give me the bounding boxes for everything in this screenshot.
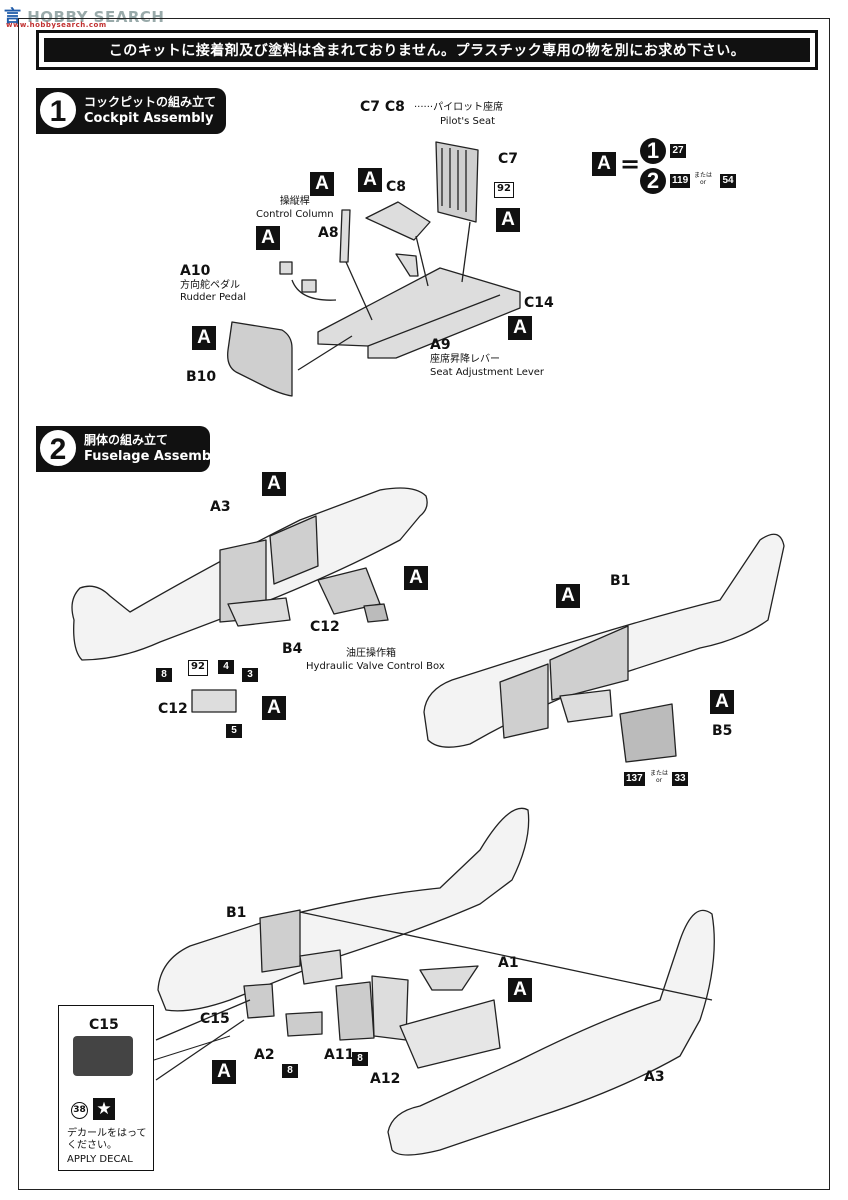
paint-key-box: A [592,152,616,176]
ref-5: 5 [226,724,242,738]
paint-ref-92: 92 [494,182,514,198]
decal-jp: デカールをはってください。 [67,1128,147,1151]
ref-8: 8 [156,668,172,682]
ref-8-final-a: 8 [352,1052,368,1066]
paint-box-a-pedal: A [256,226,280,250]
rudder-pedal-en: Rudder Pedal [180,292,247,303]
decal-en: APPLY DECAL [67,1154,133,1165]
paint-key-equals: = [620,150,641,178]
hydraulic-box-en: Hydraulic Valve Control Box [306,661,445,672]
watermark-logo: 言 [4,7,22,27]
ref-4: 4 [218,660,234,674]
part-label-a8: A8 [318,225,339,241]
watermark-brand: HOBBY SEARCH [27,8,165,26]
pilot-seat-jp: ······パイロット座席 [414,102,504,113]
instrument-panel-drawing [73,1036,133,1076]
step1-title-en: Cockpit Assembly [84,111,214,126]
part-label-b4: B4 [282,641,303,657]
hydraulic-box-jp: 油圧操作箱 [346,648,396,659]
part-label-c12: C12 [310,619,340,635]
part-label-c7: C7 [498,151,519,167]
pilot-seat-en: Pilot's Seat [440,116,496,127]
ref-33: 33 [672,772,688,786]
paint-box-a-floor: A [508,316,532,340]
paint-ref-119: 119 [670,174,691,188]
step1-number: 1 [38,90,78,130]
step2-title-en: Fuselage Assembly [84,449,225,464]
part-label-b1: B1 [610,573,631,589]
notice-text: このキットに接着剤及び塗料は含まれておりません。プラスチック専用の物を別にお求め… [44,38,810,62]
step2-number: 2 [38,428,78,468]
decal-c15-label: C15 [89,1017,119,1033]
cockpit-floor-drawing [317,267,521,359]
decal-ref-38: 38 [71,1102,88,1119]
ref-3: 3 [242,668,258,682]
part-label-b5: B5 [712,723,733,739]
paint-box-a-c8: A [358,168,382,192]
step2-title-jp: 胴体の組み立て [84,433,169,447]
part-label-c12-detail: C12 [158,701,188,717]
paint-box-a-c15: A [212,1060,236,1084]
part-label-a10: A10 [180,263,211,279]
paint-box-a-fuselage-right: A [556,584,580,608]
part-label-a3: A3 [210,499,231,515]
part-label-b1-final: B1 [226,905,247,921]
part-label-c15: C15 [200,1011,230,1027]
final-right-half-drawing [387,909,715,1156]
paint-box-a-b5: A [710,690,734,714]
seat-lever-jp: 座席昇降レバー [430,354,500,365]
part-label-b10: B10 [186,369,217,385]
watermark-url: www.hobbysearch.com [6,21,107,29]
part-label-a9: A9 [430,337,451,353]
watermark: 言 HOBBY SEARCH www.hobbysearch.com [4,2,165,29]
notice-banner: このキットに接着剤及び塗料は含まれておりません。プラスチック専用の物を別にお求め… [36,30,818,70]
part-label-a3-final: A3 [644,1069,665,1085]
part-label-a2: A2 [254,1047,275,1063]
seat-back-drawing [435,141,479,223]
seat-pan-drawing [365,201,431,241]
paint-ref-27: 27 [670,144,686,158]
step1-header: 1 コックピットの組み立て Cockpit Assembly [36,88,226,134]
step2-header: 2 胴体の組み立て Fuselage Assembly [36,426,224,472]
paint-box-a-b10: A [192,326,216,350]
part-label-a1: A1 [498,955,519,971]
paint-box-a-fuselage-left: A [262,472,286,496]
star-icon: ★ [93,1098,115,1120]
paint-box-a-column: A [310,172,334,196]
b10-panel-drawing [227,321,293,397]
decal-inset: C15 38 ★ デカールをはってください。 APPLY DECAL [58,1005,154,1171]
paint-step-circle-1: 1 [640,138,666,164]
paint-box-a-a1: A [508,978,532,1002]
part-label-c14: C14 [524,295,554,311]
rudder-pedal-jp: 方向舵ペダル [180,280,240,291]
page-frame [18,18,830,1190]
paint-step-circle-2: 2 [640,168,666,194]
step1-title-jp: コックピットの組み立て [84,95,217,109]
part-label-a11: A11 [324,1047,355,1063]
ref-92: 92 [188,660,208,676]
seat-lever-en: Seat Adjustment Lever [430,367,545,378]
paint-box-a-seat: A [496,208,520,232]
part-label-a12: A12 [370,1071,401,1087]
paint-box-a-control-box: A [404,566,428,590]
paint-ref-54: 54 [720,174,736,188]
final-left-half-drawing [157,807,530,1012]
part-label-c8: C8 [386,179,407,195]
ref-8-final-b: 8 [282,1064,298,1078]
paint-box-a-c12: A [262,696,286,720]
ref-137: 137 [624,772,645,786]
part-label-c7c8: C7 C8 [360,99,405,115]
